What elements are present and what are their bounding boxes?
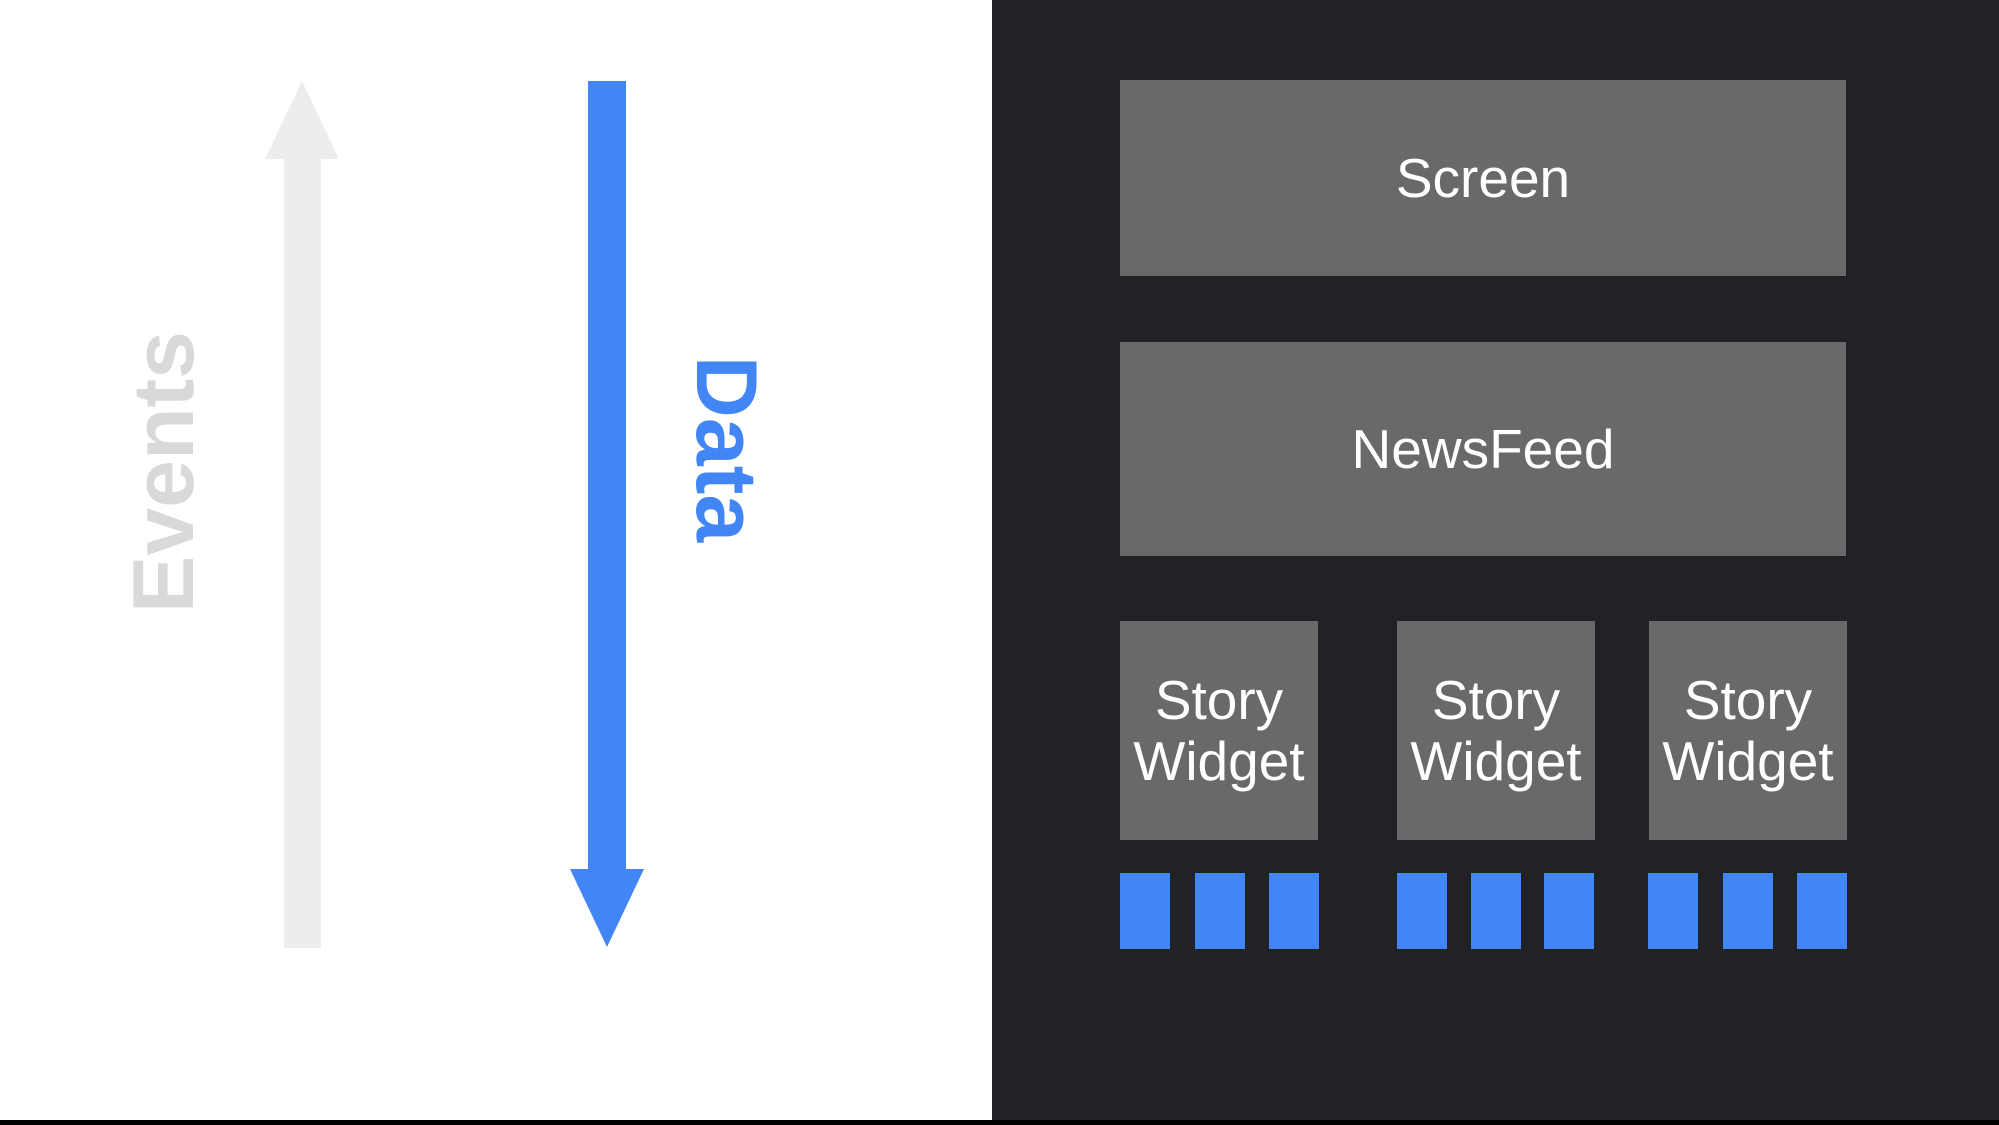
widget-tree-panel: Screen NewsFeed Story Widget Story Widge… [992,0,1999,1125]
data-block [1194,873,1245,949]
story-data-blocks [1648,873,1847,949]
data-arrow-shaft [588,81,626,870]
data-block [1269,873,1319,949]
screen-label: Screen [1395,146,1571,209]
story-data-blocks [1120,873,1319,949]
data-block [1797,873,1847,949]
event-data-flow-panel: Events Data [0,0,992,1125]
bottom-edge-bar [0,1120,1999,1125]
story-widget-label: Story Widget [1410,669,1582,792]
story-widget-box: Story Widget [1397,621,1595,840]
data-block [1722,873,1773,949]
arrow-up-icon [265,81,339,159]
data-block [1648,873,1698,949]
data-block [1544,873,1594,949]
story-widget-label: Story Widget [1133,669,1305,792]
screen-widget-box: Screen [1120,80,1846,276]
newsfeed-label: NewsFeed [1351,417,1615,480]
newsfeed-widget-box: NewsFeed [1120,342,1846,556]
events-arrow-shaft [284,158,321,948]
data-block [1470,873,1521,949]
arrow-down-icon [570,869,644,947]
story-data-blocks [1397,873,1594,949]
data-label: Data [678,355,774,543]
data-block [1120,873,1170,949]
story-widget-box: Story Widget [1120,621,1318,840]
events-label: Events [116,330,212,614]
data-block [1397,873,1447,949]
story-widget-label: Story Widget [1662,669,1834,792]
story-widget-box: Story Widget [1649,621,1847,840]
